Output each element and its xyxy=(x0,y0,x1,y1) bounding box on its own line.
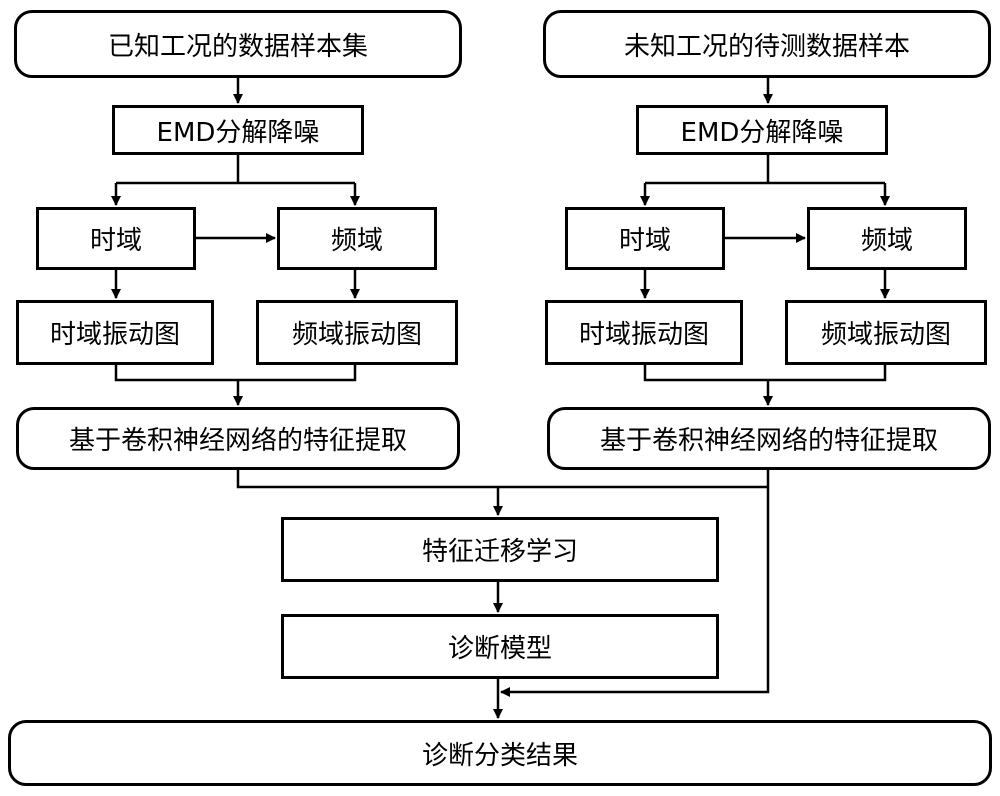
diagnosis-model-box: 诊断模型 xyxy=(281,614,719,679)
freq-domain-right-label: 频域 xyxy=(860,226,913,256)
transfer-learning-label: 特征迁移学习 xyxy=(421,537,578,567)
time-vibration-right-label: 时域振动图 xyxy=(578,320,709,350)
unknown-dataset-label: 未知工况的待测数据样本 xyxy=(623,31,910,62)
known-dataset-label: 已知工况的数据样本集 xyxy=(107,31,368,62)
connector-right-bypass xyxy=(500,487,770,697)
cnn-feature-left-box: 基于卷积神经网络的特征提取 xyxy=(16,407,460,470)
emd-left-label: EMD分解降噪 xyxy=(156,117,320,148)
emd-right-box: EMD分解降噪 xyxy=(636,105,888,155)
freq-domain-left-label: 频域 xyxy=(330,226,383,256)
known-dataset-box: 已知工况的数据样本集 xyxy=(14,10,462,78)
cnn-feature-right-label: 基于卷积神经网络的特征提取 xyxy=(599,426,938,456)
connector-right-vib-merge xyxy=(643,365,887,382)
time-domain-right-box: 时域 xyxy=(565,207,725,270)
classification-result-label: 诊断分类结果 xyxy=(421,740,578,771)
cnn-feature-left-label: 基于卷积神经网络的特征提取 xyxy=(68,426,407,456)
emd-left-box: EMD分解降噪 xyxy=(112,105,364,155)
diagnosis-model-label: 诊断模型 xyxy=(447,634,552,664)
time-domain-left-label: 时域 xyxy=(89,226,142,256)
freq-vibration-right-label: 频域振动图 xyxy=(820,320,951,350)
time-vibration-left-box: 时域振动图 xyxy=(16,300,214,365)
time-domain-right-label: 时域 xyxy=(618,226,671,256)
unknown-dataset-box: 未知工况的待测数据样本 xyxy=(543,10,991,78)
transfer-learning-box: 特征迁移学习 xyxy=(281,517,719,582)
freq-vibration-right-box: 频域振动图 xyxy=(785,300,987,365)
freq-domain-right-box: 频域 xyxy=(807,207,967,270)
time-vibration-left-label: 时域振动图 xyxy=(49,320,180,350)
cnn-feature-right-box: 基于卷积神经网络的特征提取 xyxy=(547,407,991,470)
connector-cnn-left-to-transfer xyxy=(236,470,498,489)
freq-domain-left-box: 频域 xyxy=(277,207,437,270)
connector-left-vib-merge xyxy=(114,365,357,382)
freq-vibration-left-box: 频域振动图 xyxy=(256,300,458,365)
time-domain-left-box: 时域 xyxy=(36,207,196,270)
freq-vibration-left-label: 频域振动图 xyxy=(291,320,422,350)
classification-result-box: 诊断分类结果 xyxy=(8,720,992,786)
time-vibration-right-box: 时域振动图 xyxy=(545,300,743,365)
emd-right-label: EMD分解降噪 xyxy=(680,117,844,148)
